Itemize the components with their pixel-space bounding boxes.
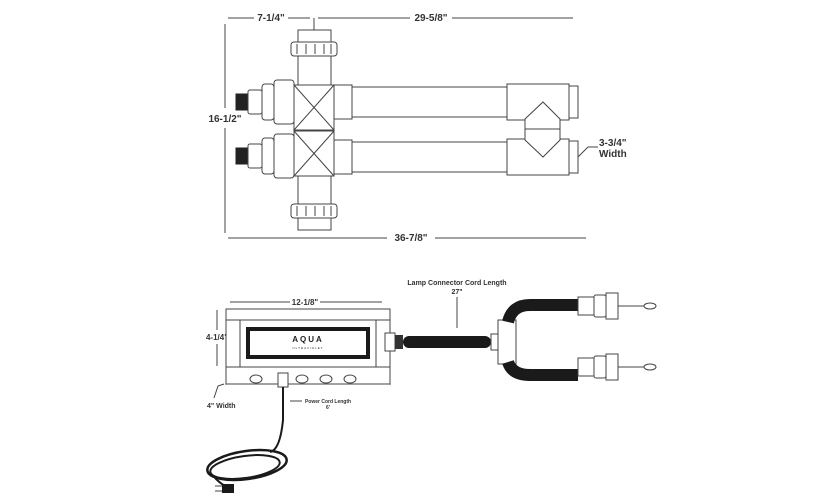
lower-union-body <box>261 137 275 175</box>
aqua-logo: AQUA <box>292 335 324 344</box>
upper-cord-branch <box>502 299 578 324</box>
bottom-union-nut <box>290 203 338 219</box>
upper-inlet-nut <box>247 89 263 115</box>
upper-lamp-nut <box>593 294 607 318</box>
upper-lamp-connector <box>577 296 595 316</box>
box-depth-leader <box>213 383 225 399</box>
power-cord-strain-relief <box>277 372 289 388</box>
upper-lamp-cap <box>605 292 619 320</box>
box-depth-label: 4" Width <box>207 403 236 410</box>
dim-box-height-label: 4-1/4" <box>206 333 228 342</box>
lamp-connector-cord <box>403 336 491 348</box>
upper-lamp-end <box>643 302 657 310</box>
dim-tube-width-caption: Width <box>599 149 627 160</box>
dim-total-length-label: 36-7/8" <box>394 233 427 244</box>
power-plug <box>222 484 234 493</box>
ballast-assembly-view: Lamp Connector Cord Length 27" 12-1/8" 4… <box>206 280 657 493</box>
power-cord-length-label: Power Cord Length <box>305 399 351 405</box>
bottom-pipe <box>297 175 332 205</box>
lower-union-collar <box>273 133 295 179</box>
lower-lamp-cap <box>605 353 619 381</box>
lower-lamp-connector <box>577 357 595 377</box>
lower-lamp-nut <box>593 355 607 379</box>
tube-width-leader <box>577 146 598 158</box>
dim-left-width-label: 7-1/4" <box>257 13 285 24</box>
upper-tube-collar <box>333 84 353 120</box>
dim-tube-width-label: 3-3/4" <box>599 138 627 149</box>
bottom-pipe-stub <box>297 217 332 231</box>
upper-union-collar <box>273 79 295 125</box>
upper-uv-tube <box>351 86 508 118</box>
top-pipe-stub <box>297 29 332 43</box>
power-cord-length-value: 6' <box>326 405 330 411</box>
lamp-cord-length-value: 27" <box>451 289 462 296</box>
power-cord <box>269 387 284 453</box>
knockout-hole <box>319 374 333 384</box>
lower-tube-collar <box>333 139 353 175</box>
ballast-box-lid <box>225 308 391 321</box>
lower-uv-tube <box>351 141 508 173</box>
dim-box-width-label: 12-1/8" <box>292 298 319 307</box>
dim-height-label: 16-1/2" <box>208 114 241 125</box>
uv-sterilizer-top-view: 7-1/4" 29-5/8" 16-1/2" <box>208 13 626 244</box>
lamp-cord-connector <box>384 332 396 352</box>
lower-lamp-end <box>643 363 657 371</box>
knockout-hole <box>295 374 309 384</box>
lower-threaded-inlet <box>235 147 249 165</box>
power-cord-coil-inner <box>209 454 281 480</box>
lower-cord-branch <box>502 359 578 381</box>
power-cord-coil <box>206 448 288 482</box>
upper-end-cap <box>568 85 579 119</box>
knockout-hole <box>343 374 357 384</box>
upper-threaded-inlet <box>235 93 249 111</box>
upper-union-body <box>261 83 275 121</box>
lamp-cord-length-label: Lamp Connector Cord Length <box>407 280 506 287</box>
top-pipe <box>297 55 332 87</box>
knockout-hole <box>249 374 263 384</box>
lamp-cord-nut <box>395 335 403 349</box>
aqua-logo-sub: ULTRAVIOLET <box>292 346 323 350</box>
lower-inlet-nut <box>247 143 263 169</box>
ballast-label-area <box>250 331 366 355</box>
y-splitter-body <box>497 319 517 365</box>
top-union-nut <box>290 41 338 57</box>
dim-top-length-label: 29-5/8" <box>414 13 447 24</box>
lower-end-cap <box>568 140 579 174</box>
